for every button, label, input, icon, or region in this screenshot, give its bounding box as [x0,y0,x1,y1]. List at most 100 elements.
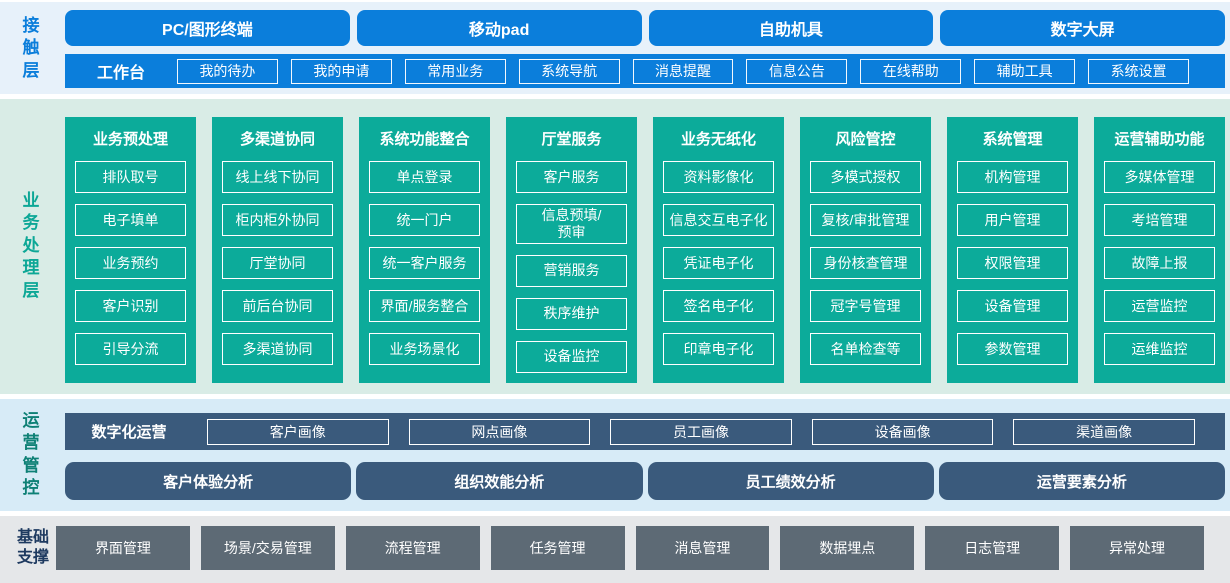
column-item: 厅堂协同 [222,247,333,279]
business-layer-label: 业务处理层 [22,191,40,300]
column-item: 统一门户 [369,204,480,236]
column-item: 秩序维护 [516,297,627,330]
digital-ops-bar: 数字化运营 客户画像 网点画像 员工画像 设备画像 渠道画像 [65,413,1225,450]
foundation-item: 任务管理 [490,526,625,570]
column-item: 设备监控 [516,340,627,373]
business-column-risk-control: 风险管控 多模式授权 复核/审批管理 身份核查管理 冠字号管理 名单检查等 [800,117,931,383]
column-item: 营销服务 [516,254,627,287]
column-item: 排队取号 [75,161,186,193]
column-item: 冠字号管理 [810,290,921,322]
analysis-box: 组织效能分析 [356,462,643,500]
foundation-item: 场景/交易管理 [200,526,335,570]
column-item: 信息预填/ 预审 [516,204,627,244]
column-item: 凭证电子化 [663,247,774,279]
contact-layer-section: 接触层 PC/图形终端 移动pad 自助机具 数字大屏 工作台 我的待办 我的申… [0,2,1230,94]
column-title: 多渠道协同 [239,131,315,148]
business-column-lobby-service: 厅堂服务 客户服务 信息预填/ 预审 营销服务 秩序维护 设备监控 [506,117,637,383]
workbench-item: 辅助工具 [974,58,1076,84]
foundation-item: 界面管理 [56,526,190,570]
column-item: 运营监控 [1104,290,1215,322]
workbench-label: 工作台 [96,65,145,82]
workbench-item: 系统导航 [518,58,620,84]
channel-big-screen: 数字大屏 [940,10,1225,46]
analysis-box: 运营要素分析 [938,462,1225,500]
profile-box: 客户画像 [207,418,389,445]
column-item: 界面/服务整合 [369,290,480,322]
workbench-item: 消息提醒 [632,58,734,84]
workbench-item: 我的申请 [290,58,392,84]
foundation-items: 界面管理 场景/交易管理 流程管理 任务管理 消息管理 数据埋点 日志管理 异常… [56,526,1204,570]
workbench-item: 信息公告 [746,58,848,84]
column-item: 复核/审批管理 [810,204,921,236]
foundation-item: 异常处理 [1070,526,1204,570]
column-item: 信息交互电子化 [663,204,774,236]
business-columns: 业务预处理 排队取号 电子填单 业务预约 客户识别 引导分流 多渠道协同 线上线… [65,117,1225,383]
channel-mobile-pad: 移动pad [356,10,642,46]
column-item: 多渠道协同 [222,333,333,365]
profile-box: 员工画像 [610,418,792,445]
column-item: 用户管理 [957,204,1068,236]
column-item: 统一客户服务 [369,247,480,279]
column-item: 单点登录 [369,161,480,193]
foundation-item: 流程管理 [345,526,480,570]
workbench-items: 我的待办 我的申请 常用业务 系统导航 消息提醒 信息公告 在线帮助 辅助工具 … [177,58,1190,84]
foundation-item: 日志管理 [925,526,1060,570]
business-layer-section: 业务处理层 业务预处理 排队取号 电子填单 业务预约 客户识别 引导分流 多渠道… [0,99,1230,394]
column-item: 资料影像化 [663,161,774,193]
column-title: 业务预处理 [92,131,168,148]
digital-ops-items: 客户画像 网点画像 员工画像 设备画像 渠道画像 [193,418,1225,445]
column-item: 印章电子化 [663,333,774,365]
column-title: 系统功能整合 [379,131,470,148]
column-title: 厅堂服务 [541,131,602,148]
profile-box: 网点画像 [408,418,591,445]
analysis-row: 客户体验分析 组织效能分析 员工绩效分析 运营要素分析 [65,462,1225,500]
business-column-paperless: 业务无纸化 资料影像化 信息交互电子化 凭证电子化 签名电子化 印章电子化 [653,117,784,383]
column-item: 设备管理 [957,290,1068,322]
analysis-box: 员工绩效分析 [647,462,934,500]
column-item: 业务场景化 [369,333,480,365]
column-item: 参数管理 [957,333,1068,365]
business-column-integration: 系统功能整合 单点登录 统一门户 统一客户服务 界面/服务整合 业务场景化 [359,117,490,383]
workbench-bar: 工作台 我的待办 我的申请 常用业务 系统导航 消息提醒 信息公告 在线帮助 辅… [65,54,1225,88]
business-column-preprocess: 业务预处理 排队取号 电子填单 业务预约 客户识别 引导分流 [65,117,196,383]
profile-box: 设备画像 [811,418,994,445]
column-item: 权限管理 [957,247,1068,279]
column-item: 签名电子化 [663,290,774,322]
column-item: 客户识别 [75,290,186,322]
analysis-box: 客户体验分析 [65,462,352,500]
column-title: 运营辅助功能 [1114,131,1205,148]
workbench-item: 系统设置 [1088,58,1190,84]
operations-layer-section: 运营管控 数字化运营 客户画像 网点画像 员工画像 设备画像 渠道画像 客户体验… [0,399,1230,511]
column-item: 故障上报 [1104,247,1215,279]
contact-layer-label: 接触层 [22,16,40,80]
column-item: 运维监控 [1104,333,1215,365]
foundation-layer-section: 基础支撑 界面管理 场景/交易管理 流程管理 任务管理 消息管理 数据埋点 日志… [0,516,1230,583]
column-item: 柜内柜外协同 [222,204,333,236]
channel-self-service: 自助机具 [648,10,934,46]
column-item: 考培管理 [1104,204,1215,236]
column-item: 引导分流 [75,333,186,365]
channel-row: PC/图形终端 移动pad 自助机具 数字大屏 [65,10,1225,46]
column-item: 多媒体管理 [1104,161,1215,193]
business-column-ops-aux: 运营辅助功能 多媒体管理 考培管理 故障上报 运营监控 运维监控 [1094,117,1225,383]
column-title: 风险管控 [835,131,896,148]
column-title: 系统管理 [982,131,1043,148]
operations-layer-label: 运营管控 [22,411,40,498]
column-item: 业务预约 [75,247,186,279]
workbench-item: 常用业务 [404,58,506,84]
column-item: 客户服务 [516,161,627,193]
column-item: 线上线下协同 [222,161,333,193]
foundation-item: 消息管理 [635,526,770,570]
column-item: 多模式授权 [810,161,921,193]
digital-ops-label: 数字化运营 [91,424,167,441]
column-item: 机构管理 [957,161,1068,193]
foundation-layer-label: 基础支撑 [16,529,49,567]
column-title: 业务无纸化 [680,131,756,148]
workbench-item: 在线帮助 [860,58,962,84]
workbench-item: 我的待办 [177,58,278,84]
column-item: 身份核查管理 [810,247,921,279]
column-item: 电子填单 [75,204,186,236]
foundation-item: 数据埋点 [780,526,915,570]
column-item: 前后台协同 [222,290,333,322]
